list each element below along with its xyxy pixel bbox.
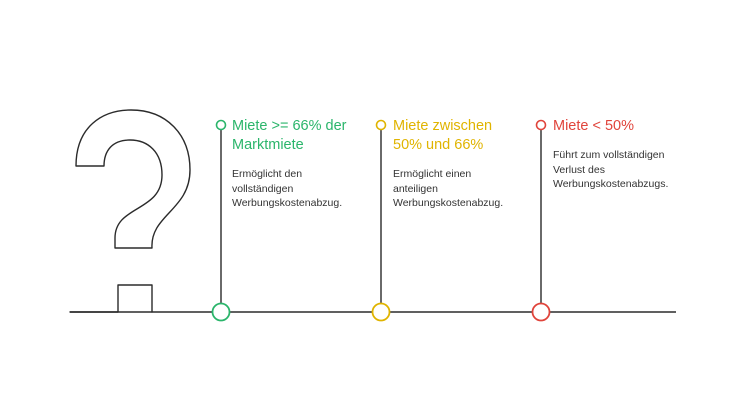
milestone-3-base-marker: [531, 302, 551, 322]
milestone-3-desc-line2: Verlust des: [553, 163, 605, 176]
milestone-2-top-marker: [375, 119, 387, 131]
milestone-1-title-line1: Miete >= 66% der: [232, 118, 347, 134]
milestone-3-description: Führt zum vollständigen Verlust des Werb…: [553, 148, 693, 192]
milestone-2-text: Miete zwischen 50% und 66% Ermöglicht ei…: [393, 117, 533, 211]
milestone-1-desc-line2: vollständigen: [232, 182, 294, 195]
milestone-3-title-line1: Miete < 50%: [553, 118, 635, 134]
milestone-2-description: Ermöglicht einen anteiligen Werbungskost…: [393, 167, 533, 211]
milestone-1-desc-line1: Ermöglicht den: [232, 168, 303, 180]
milestone-1-description: Ermöglicht den vollständigen Werbungskos…: [232, 167, 372, 211]
milestone-2: [371, 119, 391, 322]
milestone-1-desc-line3: Werbungskostenabzug.: [232, 197, 343, 209]
milestone-1-title-line2: Marktmiete: [232, 137, 304, 153]
milestone-2-base-marker: [371, 302, 391, 322]
milestone-1-text: Miete >= 66% der Marktmiete Ermöglicht d…: [232, 117, 372, 211]
milestone-1: [211, 119, 231, 322]
milestone-2-desc-line1: Ermöglicht einen: [393, 168, 472, 180]
milestone-3-title: Miete < 50%: [553, 117, 693, 136]
milestone-2-title-line1: Miete zwischen: [393, 118, 493, 134]
milestone-1-title: Miete >= 66% der Marktmiete: [232, 117, 372, 155]
milestone-3-top-marker: [535, 119, 547, 131]
milestone-1-base-marker: [211, 302, 231, 322]
milestone-3-text: Miete < 50% Führt zum vollständigen Verl…: [553, 117, 693, 192]
milestone-2-title: Miete zwischen 50% und 66%: [393, 117, 533, 155]
milestone-3: [531, 119, 551, 322]
milestone-2-desc-line2: anteiligen: [393, 182, 438, 195]
milestone-3-desc-line3: Werbungskostenabzugs.: [553, 178, 669, 190]
milestone-2-desc-line3: Werbungskostenabzug.: [393, 197, 504, 209]
milestone-1-top-marker: [215, 119, 227, 131]
milestone-3-desc-line1: Führt zum vollständigen: [553, 149, 665, 161]
milestone-2-title-line2: 50% und 66%: [393, 137, 484, 153]
question-mark-icon: [69, 109, 191, 313]
